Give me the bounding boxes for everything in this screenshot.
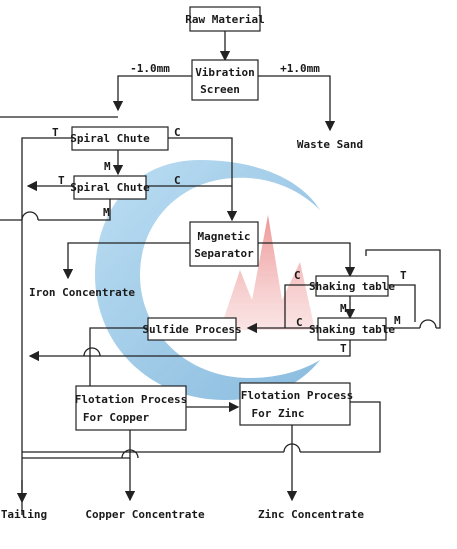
edge-crossover-4 <box>121 449 139 459</box>
label-m-table2: M <box>394 314 401 327</box>
edge-sulfide-to-flotation <box>89 327 148 390</box>
edge-table2-t-to-tailing <box>28 340 351 362</box>
node-spiral-chute-2: Spiral Chute <box>70 175 150 200</box>
svg-text:Raw Material: Raw Material <box>185 13 264 26</box>
svg-text:Flotation Process: Flotation Process <box>241 389 354 402</box>
node-spiral-chute-1: Spiral Chute <box>70 126 169 151</box>
output-zinc-concentrate: Zinc Concentrate <box>258 508 364 521</box>
label-minus-1mm: -1.0mm <box>130 62 170 75</box>
label-m-table1: M <box>340 302 347 315</box>
label-c-spiral2: C <box>174 174 181 187</box>
svg-text:Magnetic: Magnetic <box>198 230 251 243</box>
svg-text:Shaking table: Shaking table <box>309 280 395 293</box>
output-waste-sand: Waste Sand <box>297 138 363 151</box>
label-c-table2: C <box>296 316 303 329</box>
edges <box>0 31 441 515</box>
output-copper-concentrate: Copper Concentrate <box>85 508 205 521</box>
edge-screen-to-spiral1 <box>112 75 192 112</box>
node-magnetic-separator: Magnetic Separator <box>189 221 259 267</box>
edge-tailing-main <box>21 137 72 515</box>
edge-zinc-tailing <box>300 401 381 453</box>
svg-text:Flotation Process: Flotation Process <box>75 393 188 406</box>
label-c-table1: C <box>294 269 301 282</box>
node-shaking-table-1: Shaking table <box>309 275 395 297</box>
edge-table1-c <box>284 284 316 328</box>
edge-crossover-1 <box>21 211 39 221</box>
output-iron-concentrate: Iron Concentrate <box>29 286 135 299</box>
edge-spiral1-to-magnetic <box>168 137 238 222</box>
svg-text:Vibration: Vibration <box>195 66 255 79</box>
edge-screen-to-waste <box>258 75 336 132</box>
svg-text:Sulfide Process: Sulfide Process <box>142 323 241 336</box>
label-t-table1: T <box>400 269 407 282</box>
svg-text:Spiral Chute: Spiral Chute <box>70 181 150 194</box>
node-shaking-table-2: Shaking table <box>309 317 395 341</box>
label-t-spiral1: T <box>52 126 59 139</box>
label-m-spiral1: M <box>104 160 111 173</box>
edge-crossover-2 <box>419 319 437 329</box>
node-sulfide-process: Sulfide Process <box>142 317 242 341</box>
edge-crossover-3 <box>83 347 101 357</box>
svg-text:Spiral Chute: Spiral Chute <box>70 132 150 145</box>
svg-text:Screen: Screen <box>200 83 240 96</box>
edge-recycle <box>365 249 441 329</box>
node-flotation-copper: Flotation Process For Copper <box>75 385 188 431</box>
edge-magnetic-to-iron <box>62 242 190 280</box>
svg-text:Separator: Separator <box>194 247 254 260</box>
edge-spiral2-m <box>38 199 111 221</box>
label-t-spiral2: T <box>58 174 65 187</box>
edge-copper-tailing <box>22 430 131 459</box>
label-c-spiral1: C <box>174 126 181 139</box>
edge-table1-t <box>388 284 416 322</box>
output-tailing: Tailing <box>1 508 47 521</box>
node-flotation-zinc: Flotation Process For Zinc <box>239 382 354 426</box>
edge-magnetic-to-table1 <box>258 242 356 278</box>
svg-text:For Copper: For Copper <box>83 411 150 424</box>
label-m-spiral2: M <box>103 206 110 219</box>
label-t-table2: T <box>340 342 347 355</box>
label-plus-1mm: +1.0mm <box>280 62 320 75</box>
svg-text:For Zinc: For Zinc <box>252 407 305 420</box>
node-vibration-screen: Vibration Screen <box>191 59 259 101</box>
node-raw-material: Raw Material <box>185 6 265 32</box>
svg-text:Shaking table: Shaking table <box>309 323 395 336</box>
